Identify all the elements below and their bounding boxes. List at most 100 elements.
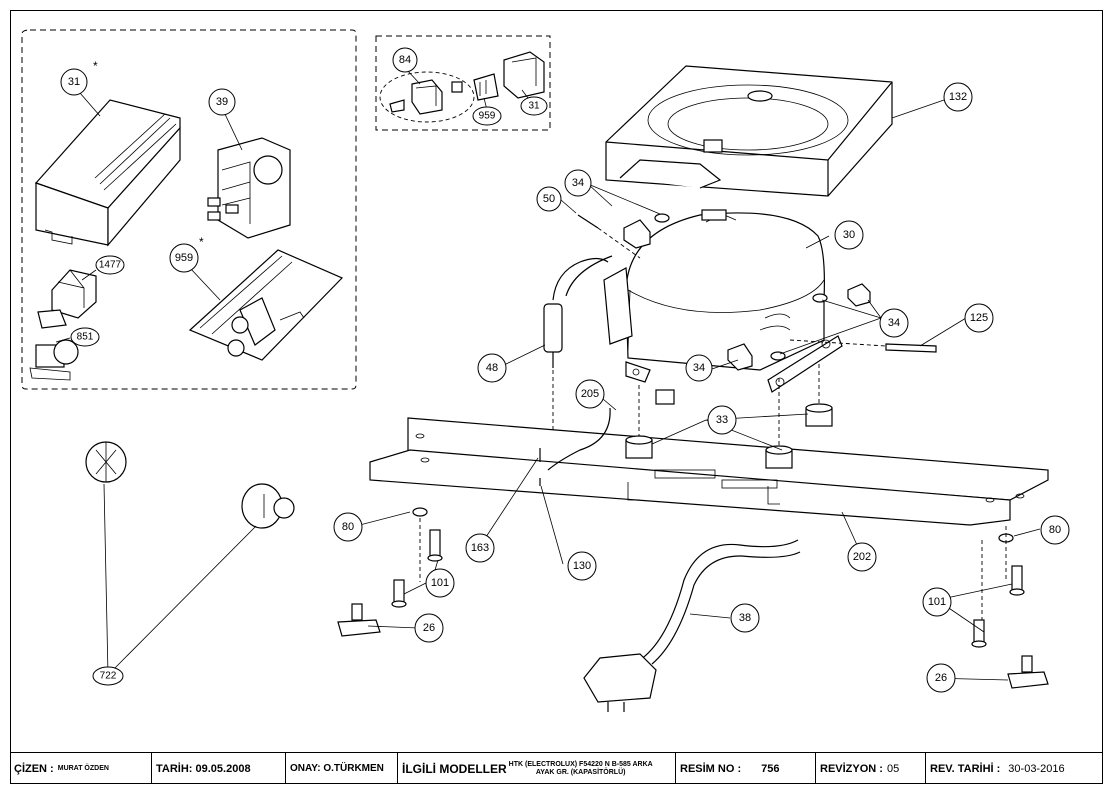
callout-1477: 1477 <box>95 255 125 275</box>
callout-50: 50 <box>536 186 562 212</box>
svg-text:38: 38 <box>739 612 751 624</box>
related-models-line-1: HTK (ELECTROLUX) F54220 N B-585 ARKA <box>508 760 653 768</box>
part-26-foot-right <box>1007 655 1049 689</box>
related-models-line-2: AYAK GR. (KAPASİTÖRLÜ) <box>535 768 626 776</box>
related-models-cell: İLGİLİ MODELLER HTK (ELECTROLUX) F54220 … <box>398 753 676 784</box>
part-33-grommet-b <box>765 445 793 469</box>
callout-34-top: 34 <box>564 169 592 197</box>
revision-date-label: REV. TARİHİ : <box>930 762 1001 775</box>
revision-date-value: 30-03-2016 <box>1008 762 1065 775</box>
part-101-bolt-c <box>1009 565 1025 596</box>
callout-722: 722 <box>92 666 124 686</box>
part-80-nut-left <box>412 507 428 582</box>
callout-39: 39 <box>208 88 236 116</box>
part-851-sensor <box>29 339 79 381</box>
drawing-frame <box>10 10 1103 784</box>
part-38-power-cable <box>583 539 801 712</box>
callout-26-right: 26 <box>926 663 956 693</box>
callout-132: 132 <box>943 82 973 112</box>
svg-text:34: 34 <box>693 362 705 374</box>
callout-959-left: 959 <box>169 243 199 273</box>
callout-101-right: 101 <box>922 587 952 617</box>
part-34-clip-b <box>812 283 871 307</box>
part-31-small <box>503 51 545 99</box>
svg-text:101: 101 <box>431 577 449 589</box>
detail-box-electrical <box>21 29 357 390</box>
svg-text:50: 50 <box>543 193 555 205</box>
part-959-bracket <box>188 249 344 361</box>
part-31-cover <box>34 99 181 247</box>
callout-26-left: 26 <box>414 613 444 643</box>
part-205-wire <box>547 407 611 471</box>
part-722-plug-a <box>85 441 127 483</box>
part-1477-ptc <box>37 269 97 329</box>
svg-text:202: 202 <box>853 551 871 563</box>
drawing-no-label: RESİM NO : <box>680 762 742 775</box>
leader-lines <box>55 69 1041 681</box>
connector-group-outline <box>379 71 475 123</box>
callout-130: 130 <box>567 551 597 581</box>
svg-text:205: 205 <box>581 388 599 400</box>
revision-value: 05 <box>886 762 900 775</box>
callout-205: 205 <box>575 379 605 409</box>
grommet-axis-lines <box>638 364 820 446</box>
callout-101-left: 101 <box>425 568 455 598</box>
approve-cell: ONAY: O.TÜRKMEN <box>286 753 398 784</box>
svg-text:33: 33 <box>716 414 728 426</box>
callout-34-left: 34 <box>685 354 713 382</box>
date-label: TARİH: 09.05.2008 <box>156 762 251 775</box>
svg-text:31: 31 <box>528 101 540 112</box>
svg-text:1477: 1477 <box>99 260 122 271</box>
part-202-base-plate <box>369 417 1049 526</box>
svg-text:80: 80 <box>342 521 354 533</box>
title-block: ÇİZEN : MURAT ÖZDEN TARİH: 09.05.2008 ON… <box>10 752 1103 784</box>
part-84-connector <box>389 79 443 115</box>
drawn-by-label: ÇİZEN : <box>14 762 54 775</box>
svg-text:101: 101 <box>928 596 946 608</box>
callout-48: 48 <box>477 353 507 383</box>
part-959-small <box>473 73 499 101</box>
related-models-text: HTK (ELECTROLUX) F54220 N B-585 ARKA AYA… <box>509 761 653 777</box>
part-101-bolt-a <box>427 529 443 562</box>
callout-38: 38 <box>730 603 760 633</box>
svg-text:851: 851 <box>77 332 94 343</box>
part-26-foot-left <box>337 603 381 637</box>
svg-text:84: 84 <box>399 54 411 66</box>
drawing-no-cell: RESİM NO : 756 <box>676 753 816 784</box>
svg-text:163: 163 <box>471 542 489 554</box>
revision-date-cell: REV. TARİHİ : 30-03-2016 <box>926 753 1103 784</box>
svg-text:80: 80 <box>1049 524 1061 536</box>
callout-202: 202 <box>847 542 877 572</box>
svg-text:30: 30 <box>843 229 855 241</box>
svg-text:959: 959 <box>175 252 193 264</box>
svg-text:39: 39 <box>216 96 228 108</box>
svg-text:34: 34 <box>888 317 900 329</box>
drawing-no-value: 756 <box>761 762 780 775</box>
asterisk-note-2: * <box>199 235 204 249</box>
approve-label: ONAY: O.TÜRKMEN <box>290 763 384 774</box>
callout-84: 84 <box>392 47 418 73</box>
callout-163: 163 <box>465 533 495 563</box>
part-48-capacitor <box>543 255 613 440</box>
svg-text:132: 132 <box>949 91 967 103</box>
part-34-clip-c <box>727 343 786 371</box>
callout-80-left: 80 <box>333 512 363 542</box>
part-722-plug-b <box>241 483 295 529</box>
svg-text:125: 125 <box>970 312 988 324</box>
callout-33: 33 <box>707 405 737 435</box>
svg-text:26: 26 <box>935 672 947 684</box>
pin-axis-line <box>597 227 641 259</box>
part-33-grommet-a <box>625 435 653 459</box>
related-models-label: İLGİLİ MODELLER <box>402 761 507 776</box>
svg-text:48: 48 <box>486 362 498 374</box>
svg-text:31: 31 <box>68 76 80 88</box>
part-39-relay <box>207 137 291 239</box>
callout-30: 30 <box>834 220 864 250</box>
callout-80-right: 80 <box>1040 515 1070 545</box>
revision-label: REVİZYON : <box>820 762 883 775</box>
callout-34-right: 34 <box>879 308 909 338</box>
svg-text:26: 26 <box>423 622 435 634</box>
callout-31-top: 31 <box>520 96 548 116</box>
